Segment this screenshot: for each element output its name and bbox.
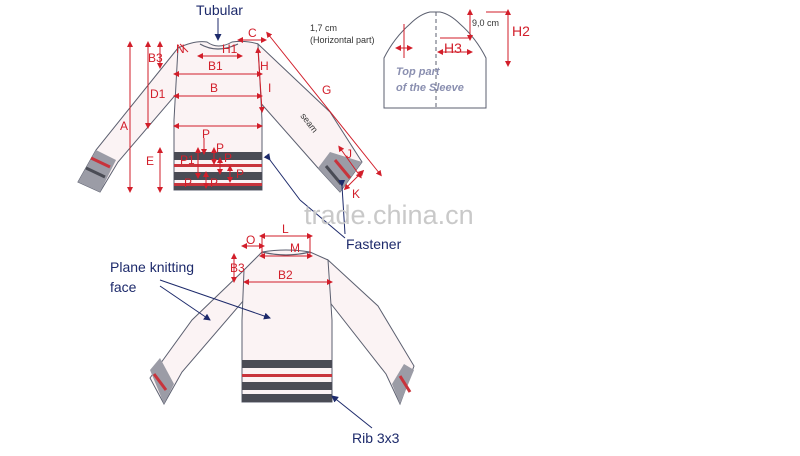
dim-b3-back: B3: [230, 261, 245, 275]
fastener-leader-2: [299, 199, 346, 239]
dim-e: E: [146, 154, 154, 168]
dim-k: K: [352, 187, 360, 201]
callout-plane-knitting-1: Plane knitting: [110, 259, 194, 275]
dim-b1: B1: [208, 59, 223, 73]
front-neck-rib: [199, 43, 239, 50]
dim-l: L: [282, 222, 289, 236]
sleeve-caption-1: Top part: [396, 66, 441, 78]
dim-b: B: [210, 81, 218, 95]
callout-rib: Rib 3x3: [352, 430, 400, 446]
dim-o: O: [246, 233, 255, 247]
front-dimension-lines: [127, 31, 382, 193]
dim-h1: H1: [222, 42, 238, 56]
callout-plane-knitting-2: face: [110, 279, 137, 295]
dim-h2: H2: [512, 23, 530, 39]
dim-p-4: P: [236, 167, 244, 181]
dim-d1: D1: [150, 87, 166, 101]
back-right-cuff: [392, 364, 414, 404]
dim-p-5: P: [210, 176, 218, 190]
back-view-sweater: [149, 249, 415, 406]
callout-tubular: Tubular: [196, 2, 243, 18]
dim-c: C: [248, 26, 257, 40]
sleeve-width-value: 1,7 cm: [310, 23, 337, 33]
dim-g: G: [322, 83, 331, 97]
dim-p-1: P: [202, 127, 210, 141]
dim-j: J: [346, 147, 352, 161]
fastener-leader-3: [338, 179, 346, 235]
callout-fastener: Fastener: [346, 236, 402, 252]
front-left-cuff: [78, 150, 116, 192]
fastener-leader-1: [263, 153, 301, 201]
dim-i: I: [268, 81, 271, 95]
dim-p-6: P: [184, 176, 192, 190]
back-left-cuff: [150, 358, 174, 404]
sleeve-caption-2: of the Sleeve: [396, 82, 464, 94]
dim-n: N: [176, 42, 185, 56]
dim-b3: B3: [148, 51, 163, 65]
dim-m: M: [290, 241, 300, 255]
watermark: trade.china.cn: [304, 200, 474, 230]
back-waist-rib: [242, 360, 332, 402]
back-dimension-lines: [231, 233, 333, 285]
plane-knitting-leader-1: [159, 285, 211, 321]
dim-a: A: [120, 119, 128, 133]
sleeve-height-value: 9,0 cm: [472, 18, 499, 28]
sleeve-width-note: (Horizontal part): [310, 35, 375, 45]
rib-leader: [331, 395, 373, 429]
dim-p1: P1: [180, 153, 195, 167]
dim-h3: H3: [444, 40, 462, 56]
plane-knitting-leader-2: [159, 279, 271, 320]
dim-p-2: P: [216, 141, 224, 155]
dim-b2: B2: [278, 268, 293, 282]
sleeve-top-detail: [383, 9, 511, 109]
dim-h: H: [260, 59, 269, 73]
dim-p-3: P: [224, 151, 232, 165]
